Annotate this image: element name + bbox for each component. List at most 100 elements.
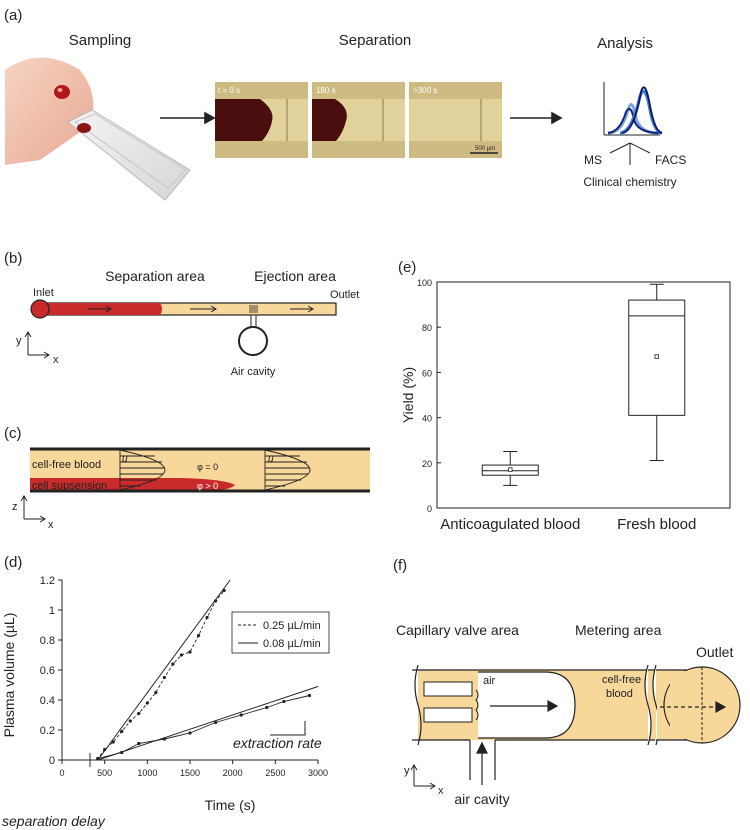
chip-blood: [77, 123, 91, 133]
category-label: Fresh blood: [617, 516, 696, 533]
velocity-profile-2: [264, 449, 311, 491]
inlet-label: Inlet: [33, 287, 54, 299]
chart-d-xlabel: Time (s): [205, 797, 256, 813]
inlet-reservoir: [30, 299, 50, 319]
separation-delay-annotation: separation delay: [2, 753, 106, 829]
chart-d-legend: 0.25 µL/min 0.08 µL/min: [231, 611, 330, 654]
data-point: [137, 711, 141, 716]
data-point: [162, 737, 166, 741]
data-point: [154, 690, 158, 695]
x-tick-label: 0: [59, 768, 64, 778]
micrograph-2: 180 s: [312, 82, 405, 158]
analysis-clinical: Clinical chemistry: [583, 175, 676, 189]
data-point: [120, 729, 124, 734]
chip: [67, 109, 191, 201]
chart-e-ylabel: Yield (%): [400, 367, 416, 423]
flow-arrow-outlet: [660, 700, 727, 714]
axis-f-x: x: [438, 785, 444, 797]
extraction-rate-annotation: extraction rate: [233, 721, 322, 751]
analysis-ms: MS: [584, 153, 602, 167]
axis-b-y: y: [16, 335, 22, 347]
micrograph-1: t = 0 s: [215, 82, 308, 158]
data-point: [188, 650, 192, 654]
valve-lines: [249, 305, 258, 313]
axes-f: [410, 764, 436, 790]
axis-c-z: z: [12, 501, 18, 513]
axis-c-x: x: [48, 519, 54, 531]
data-point: [162, 675, 166, 680]
y-tick-label: 0.2: [40, 725, 55, 737]
box-1: Anticoagulated blood: [440, 451, 580, 533]
air-bubble: [478, 672, 575, 738]
blood-drop-highlight: [57, 88, 63, 92]
ejection-area-label: Ejection area: [254, 268, 336, 284]
chart-e-axes: [436, 281, 731, 509]
data-point: [282, 699, 286, 704]
mean-marker: [508, 467, 513, 472]
fingertip: [5, 57, 94, 165]
flow-arrow-metering: [490, 699, 559, 713]
air-cavity: [238, 326, 268, 356]
capillary-2: [423, 707, 473, 723]
data-point: [103, 747, 107, 752]
micrograph-3: >300 s 500 µm: [409, 82, 502, 158]
metering-area-label: Metering area: [575, 622, 662, 638]
data-point: [171, 662, 175, 666]
chart-d-ylabel: Plasma volume (µL): [1, 613, 17, 738]
x-tick-label: 1500: [180, 768, 200, 778]
panel-f-letter: (f): [393, 557, 407, 574]
x-tick-label: 2500: [265, 768, 285, 778]
panel-b: (b) Separation area Ejection area Inlet …: [4, 250, 359, 378]
u-label-1: u: [122, 454, 128, 465]
blood-drop: [54, 85, 70, 99]
y-tick-label: 0: [49, 755, 55, 767]
y-tick-label: 0.8: [40, 635, 55, 647]
panel-d-letter: (d): [4, 554, 22, 571]
cavity-neck: [250, 314, 257, 328]
plot-frame: [436, 281, 731, 509]
axes-c: [20, 495, 46, 523]
channel-f: [412, 664, 741, 780]
data-point: [205, 615, 209, 620]
chip-edge: [73, 113, 187, 189]
velocity-profile-1: [119, 449, 166, 491]
legend-series-2: 0.08 µL/min: [263, 638, 321, 650]
air-cavity-channel: [469, 740, 496, 780]
separation-area-label: Separation area: [105, 268, 205, 284]
panel-c: (c) u u cell-free blood cell supsension …: [4, 425, 370, 531]
data-point: [214, 720, 218, 725]
data-point: [188, 731, 192, 735]
analysis-title: Analysis: [597, 35, 653, 52]
cell-free-f-1: cell-free: [602, 674, 641, 686]
box-2: Fresh blood: [617, 283, 696, 533]
analysis-facs: FACS: [655, 153, 686, 167]
panel-f: (f) Capillary valve area Metering area O…: [393, 557, 741, 807]
arrow-separation-analysis: [510, 111, 563, 125]
data-point: [96, 756, 100, 761]
data-point: [196, 633, 201, 638]
air-cavity-f-label: air cavity: [454, 791, 509, 807]
cell-free-f-2: blood: [606, 688, 633, 700]
x-tick-label: 2000: [223, 768, 243, 778]
capillary-valve-label: Capillary valve area: [396, 622, 519, 638]
x-tick-label: 3000: [308, 768, 328, 778]
air-cavity-label: Air cavity: [231, 366, 276, 378]
sampling-photo: [5, 57, 191, 201]
data-point: [222, 588, 226, 593]
axis-b-x: x: [53, 354, 59, 366]
frame-label-1: t = 0 s: [218, 86, 240, 95]
data-point: [214, 599, 218, 603]
analysis-icon: MS FACS Clinical chemistry: [583, 82, 686, 189]
u-label-2: u: [268, 454, 274, 465]
cell-suspension-layer: [30, 478, 235, 492]
cell-suspension-label: cell supsension: [32, 480, 107, 492]
frame-label-2: 180 s: [316, 86, 336, 95]
y-tick-label: 1: [49, 605, 55, 617]
data-point: [137, 741, 141, 746]
mean-marker: [654, 354, 659, 359]
data-point: [239, 713, 243, 717]
